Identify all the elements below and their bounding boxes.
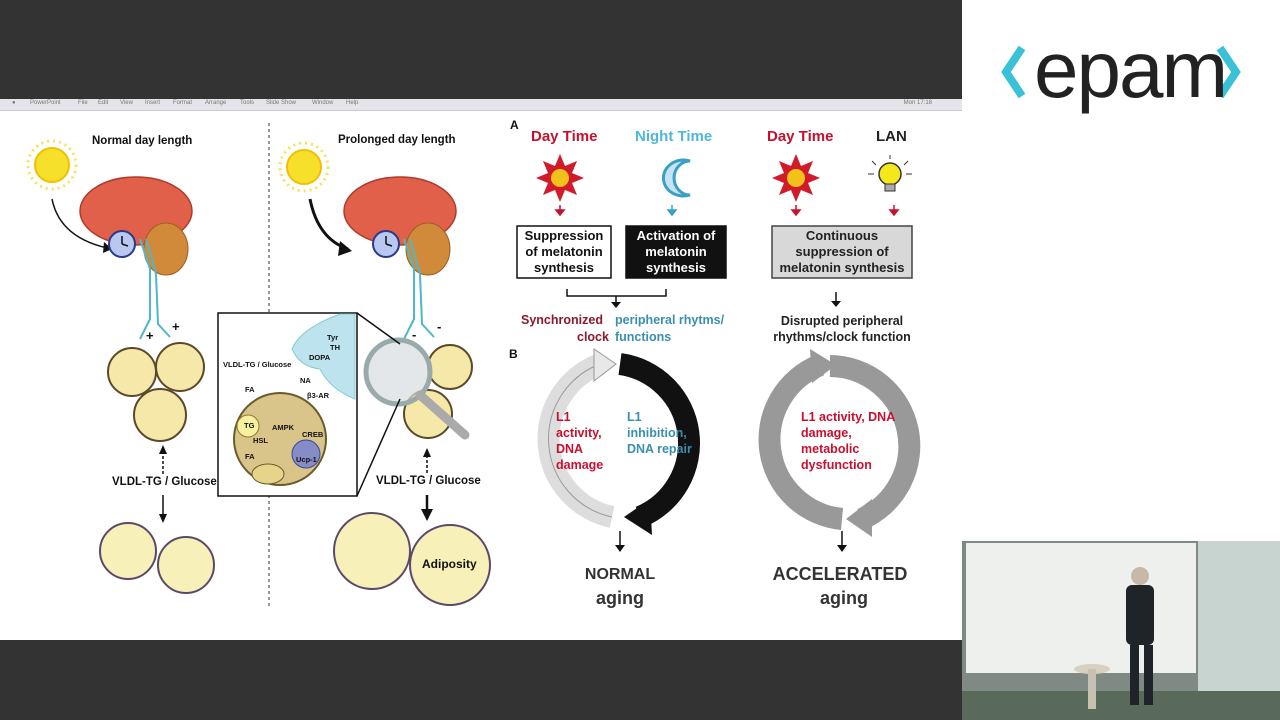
panel-b-letter: B [509, 347, 518, 361]
plus-sign-2: + [172, 319, 180, 334]
night-time-label: Night Time [635, 128, 713, 145]
magnifier-icon [363, 337, 470, 440]
panel-a-graphics [516, 154, 921, 552]
apple-menu-icon[interactable]: ● [12, 100, 16, 106]
disrupted-label: Disrupted peripheral rhythms/clock funct… [773, 314, 911, 344]
light-arrow-normal [51, 198, 113, 250]
plus-sign-1: + [146, 328, 154, 343]
inset-tyr: Tyr [327, 333, 339, 342]
projection-screen [966, 543, 1196, 673]
moon-icon [662, 158, 691, 198]
menu-view[interactable]: View [120, 100, 133, 106]
inset-na: NA [300, 376, 311, 385]
brain-icon-prolonged [343, 176, 457, 340]
inset-th: TH [330, 343, 340, 352]
speaker-head [1131, 567, 1149, 585]
normal-outcome-line2: aging [596, 588, 644, 608]
brain-icon-normal [79, 176, 193, 340]
minus-sign-2: - [437, 319, 442, 334]
box-activation-frame [625, 225, 727, 279]
inset-hsl: HSL [253, 436, 268, 445]
inset-fa-top: FA [245, 385, 255, 394]
box-continuous: Continuous suppression of melatonin synt… [779, 228, 905, 275]
day-sun-icon-2 [772, 154, 820, 202]
large-fat-cells-prolonged [333, 512, 491, 606]
day-sun-icon-1 [536, 154, 584, 202]
logo-text: epam [1034, 25, 1228, 114]
normal-nutrients-label: VLDL-TG / Glucose [112, 476, 217, 488]
accel-outcome-line2: aging [820, 588, 868, 608]
nerve-terminal-shape [291, 313, 356, 400]
inset-ampk: AMPK [272, 423, 295, 432]
normal-cycle-graphic [537, 348, 700, 535]
menu-arrange[interactable]: Arrange [205, 100, 227, 106]
inset-nutrients: VLDL-TG / Glucose [223, 360, 292, 369]
normal-day-title: Normal day length [92, 135, 193, 147]
menu-format[interactable]: Format [173, 100, 193, 106]
fat-cells-normal [107, 342, 205, 442]
floor [962, 691, 1280, 720]
light-bulb-icon [868, 155, 912, 192]
menu-slide-show[interactable]: Slide Show [266, 100, 297, 106]
prolonged-day-title: Prolonged day length [338, 134, 456, 146]
app-menubar: ● PowerPoint File Edit View Insert Forma… [0, 99, 962, 111]
sun-icon-normal [26, 139, 78, 191]
box-continuous-frame [771, 225, 913, 279]
adiposity-label: Adiposity [422, 557, 477, 571]
webcam-scene [962, 541, 1280, 720]
menu-file[interactable]: File [78, 100, 88, 106]
day-time-label-2: Day Time [767, 128, 834, 145]
left-figure-graphics [26, 123, 491, 609]
menu-app[interactable]: PowerPoint [30, 100, 61, 106]
synced-red-2: clock [577, 330, 609, 344]
inset-dopa: DOPA [309, 353, 331, 362]
normal-cycle-red-text: L1 activity, DNA damage [556, 410, 604, 472]
synced-red-1: Synchronized [521, 313, 603, 327]
speaker-body [1126, 585, 1154, 645]
minus-sign-1: - [412, 327, 417, 342]
synced-blue-2: functions [615, 330, 672, 344]
day-time-label-1: Day Time [531, 128, 598, 145]
menu-insert[interactable]: Insert [145, 100, 161, 106]
epam-logo: epam [1000, 25, 1250, 125]
box-suppression: Suppression of melatonin synthesis [524, 228, 604, 275]
accel-cycle-red-text: L1 activity, DNA damage, metabolic dysfu… [801, 410, 895, 472]
inset-ucp1: Ucp-1 [296, 455, 317, 464]
inset-fa-bottom: FA [245, 452, 255, 461]
slide-window: ● PowerPoint File Edit View Insert Forma… [0, 99, 962, 640]
normal-outcome-line1: NORMAL [584, 566, 656, 583]
bracket-line [566, 289, 667, 297]
window-area [1198, 541, 1280, 720]
panel-a-letter: A [510, 118, 519, 132]
accel-outcome-line1: ACCELERATED [772, 564, 908, 584]
menu-window[interactable]: Window [312, 100, 334, 106]
lan-label: LAN [876, 128, 907, 145]
box-suppression-frame [516, 225, 612, 279]
sun-icon-prolonged [278, 141, 330, 193]
menu-help[interactable]: Help [346, 100, 359, 106]
small-fat-cells-normal [99, 522, 215, 594]
normal-cycle-blue-text: L1 inhibition, DNA repair [627, 410, 692, 456]
logo-chevrons-icon [1001, 45, 1241, 99]
menu-tools[interactable]: Tools [240, 100, 255, 106]
inset-creb: CREB [302, 430, 324, 439]
menubar-clock: Mon 17:18 [903, 100, 932, 106]
speaker-webcam [962, 541, 1280, 720]
box-activation: Activation of melatonin synthesis [636, 228, 716, 275]
inset-beta3: β3-AR [307, 391, 330, 400]
menu-edit[interactable]: Edit [98, 100, 109, 106]
synced-blue-1: peripheral rhytms/ [615, 313, 725, 327]
inset-tg: TG [244, 421, 255, 430]
prolonged-nutrients-label: VLDL-TG / Glucose [376, 475, 481, 487]
accelerated-cycle-graphic [758, 349, 921, 537]
